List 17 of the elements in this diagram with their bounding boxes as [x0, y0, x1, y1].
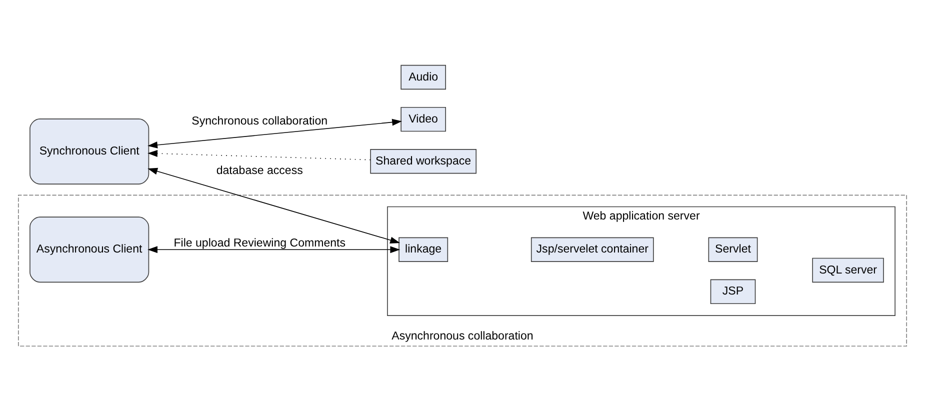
- node-box: Synchronous Client: [30, 118, 150, 184]
- arrow: [148, 118, 402, 148]
- node-box: Servlet: [708, 237, 758, 262]
- node-box: linkage: [398, 237, 448, 262]
- edge-label: database access: [216, 164, 303, 177]
- arrow: [148, 246, 400, 254]
- node-box: SQL server: [812, 258, 884, 283]
- node-box: Jsp/servelet container: [530, 237, 654, 262]
- node-box: JSP: [710, 279, 756, 304]
- node-box: Audio: [400, 64, 446, 90]
- arrow: [148, 150, 371, 160]
- edge-label: Synchronous collaboration: [192, 115, 328, 128]
- node-box: Video: [400, 106, 446, 132]
- node-box: Shared workspace: [370, 149, 477, 174]
- arrow: [148, 168, 400, 244]
- edge-label: File upload Reviewing Comments: [174, 237, 346, 250]
- node-box: Asynchronous Client: [30, 216, 150, 283]
